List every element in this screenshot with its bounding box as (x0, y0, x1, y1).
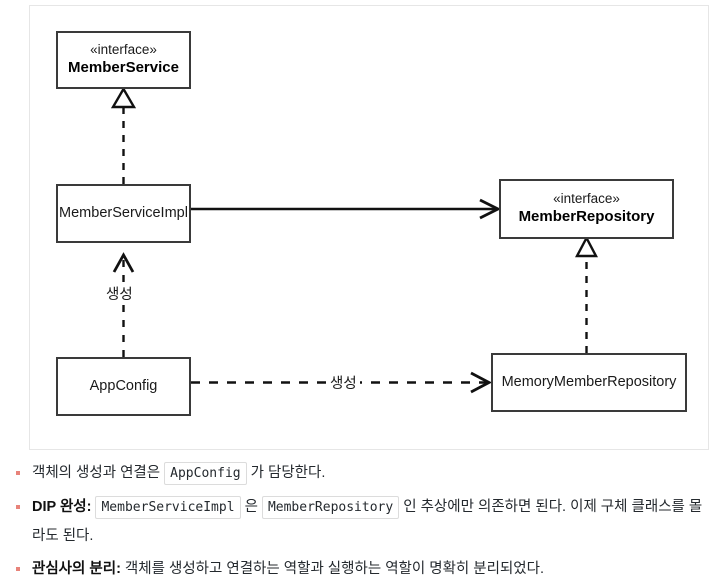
uml-stereotype-member-repository: «interface» (553, 191, 620, 207)
uml-name-member-service: MemberService (68, 59, 179, 77)
edge-label-create-repository: 생성 (327, 372, 360, 393)
uml-name-member-service-impl: MemberServiceImpl (59, 205, 188, 222)
uml-name-memory-member-repository: MemoryMemberRepository (501, 374, 677, 391)
uml-box-memory-member-repository[interactable]: MemoryMemberRepository (491, 353, 687, 412)
notes-list: 객체의 생성과 연결은 AppConfig 가 담당한다. DIP 완성: Me… (0, 459, 714, 588)
uml-diagram-container: MemberRepository (solid, open arrow) -->… (29, 5, 709, 450)
edge-label-create-service: 생성 (103, 283, 136, 304)
edge-impl-uses-repository (191, 198, 502, 220)
list-item: DIP 완성: MemberServiceImpl 은 MemberReposi… (0, 493, 714, 550)
uml-stereotype-member-service: «interface» (90, 42, 157, 58)
note-text-before: 객체의 생성과 연결은 (32, 465, 165, 481)
edge-memory-repo-realizes-repository (575, 235, 598, 353)
uml-box-app-config[interactable]: AppConfig (56, 357, 191, 416)
uml-name-app-config: AppConfig (89, 378, 158, 395)
code-chip-member-service-impl: MemberServiceImpl (95, 496, 241, 519)
edge-appconfig-creates-impl (112, 252, 135, 357)
note-text-middle: 가 담당한다. (246, 465, 326, 481)
edge-impl-realizes-service (110, 86, 137, 184)
bullet-marker-icon (16, 471, 20, 475)
note-lead: 관심사의 분리: (32, 561, 121, 577)
bullet-marker-icon (16, 505, 20, 509)
code-chip-appconfig: AppConfig (164, 462, 247, 485)
uml-name-member-repository: MemberRepository (518, 208, 655, 226)
code-chip-member-repository: MemberRepository (261, 496, 400, 519)
uml-box-member-repository[interactable]: «interface» MemberRepository (499, 179, 674, 239)
note-text-before: 객체를 생성하고 연결하는 역할과 실행하는 역할이 명확히 분리되었다. (120, 561, 545, 577)
note-text-after: 인 추상에만 의존하면 된다. 이제 구체 클래스를 몰라도 된다. (32, 499, 703, 544)
list-item: 관심사의 분리: 객체를 생성하고 연결하는 역할과 실행하는 역할이 명확히 … (0, 555, 714, 583)
bullet-marker-icon (16, 567, 20, 571)
list-item: 객체의 생성과 연결은 AppConfig 가 담당한다. (0, 459, 714, 488)
uml-box-member-service[interactable]: «interface» MemberService (56, 31, 191, 89)
note-lead: DIP 완성: (32, 499, 92, 515)
note-text-middle: 은 (240, 499, 262, 515)
uml-box-member-service-impl[interactable]: MemberServiceImpl (56, 184, 191, 243)
